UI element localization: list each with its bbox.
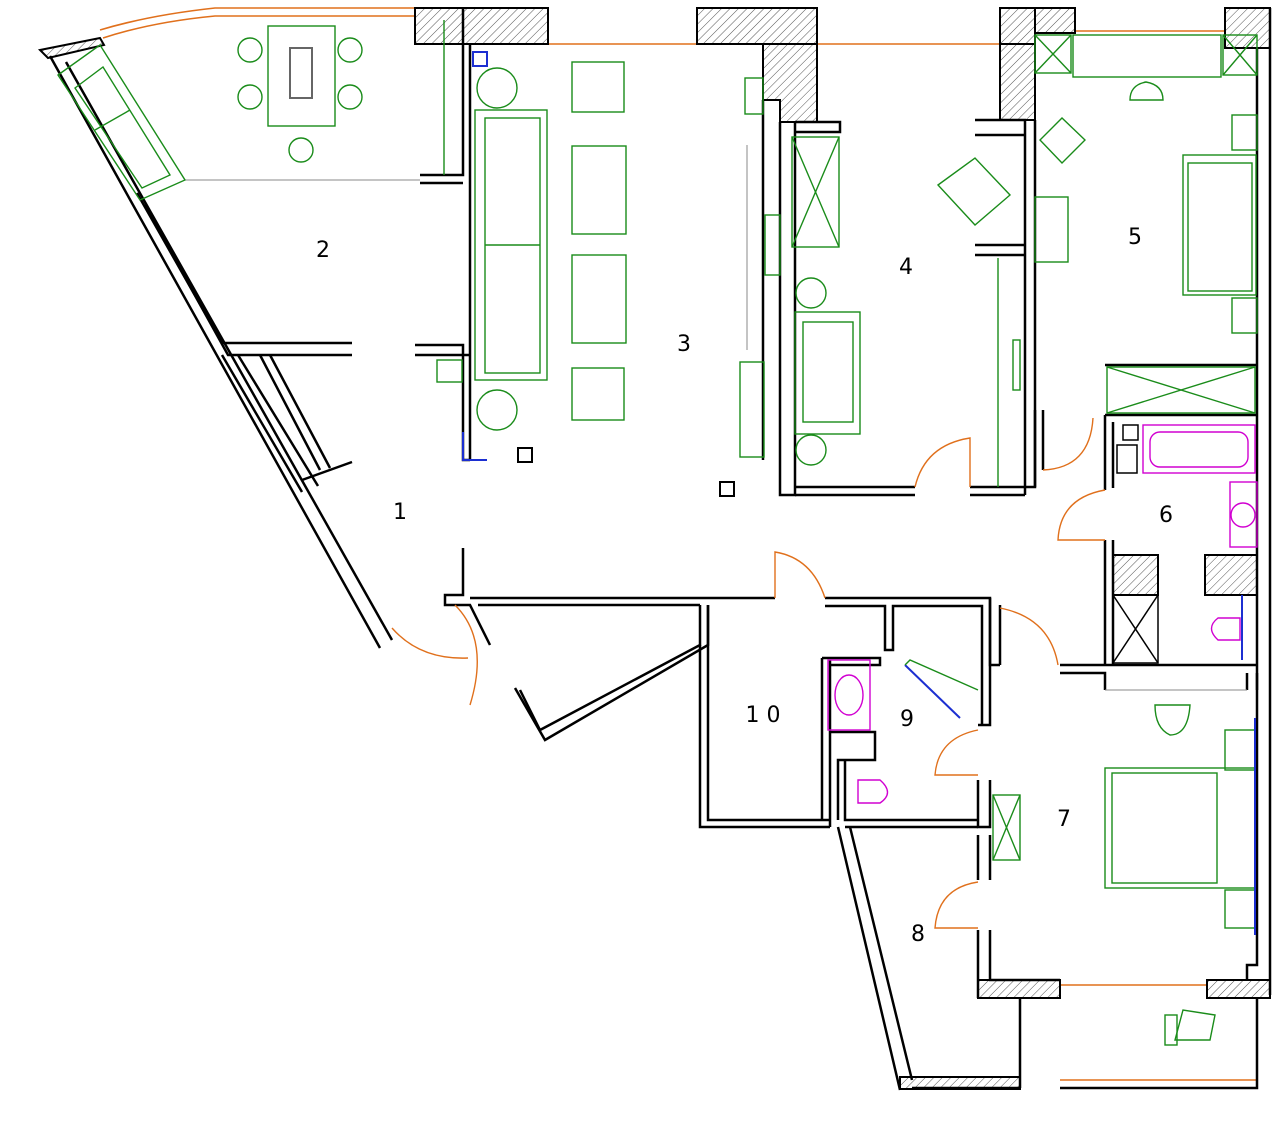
sanitary-fixtures (827, 424, 1258, 804)
structural-walls (37, 7, 1271, 1090)
misc-details (462, 432, 1256, 935)
room-label-3: 3 (677, 332, 691, 357)
room-label-4: 4 (899, 255, 913, 280)
room-label-8: 8 (911, 922, 925, 947)
room-labels: 1 2 3 4 5 6 7 8 9 1 0 (316, 225, 1173, 947)
furniture (57, 25, 1258, 1046)
room-label-1: 1 (393, 500, 407, 525)
room-label-6: 6 (1159, 503, 1173, 528)
walls (48, 8, 1272, 1091)
doors (391, 417, 1106, 929)
room-label-2: 2 (316, 238, 330, 263)
windows (99, 7, 1257, 1089)
room-label-7: 7 (1057, 807, 1071, 832)
room-label-5: 5 (1128, 225, 1142, 250)
room-label-9: 9 (900, 707, 914, 732)
room-label-10: 1 0 (746, 703, 781, 728)
